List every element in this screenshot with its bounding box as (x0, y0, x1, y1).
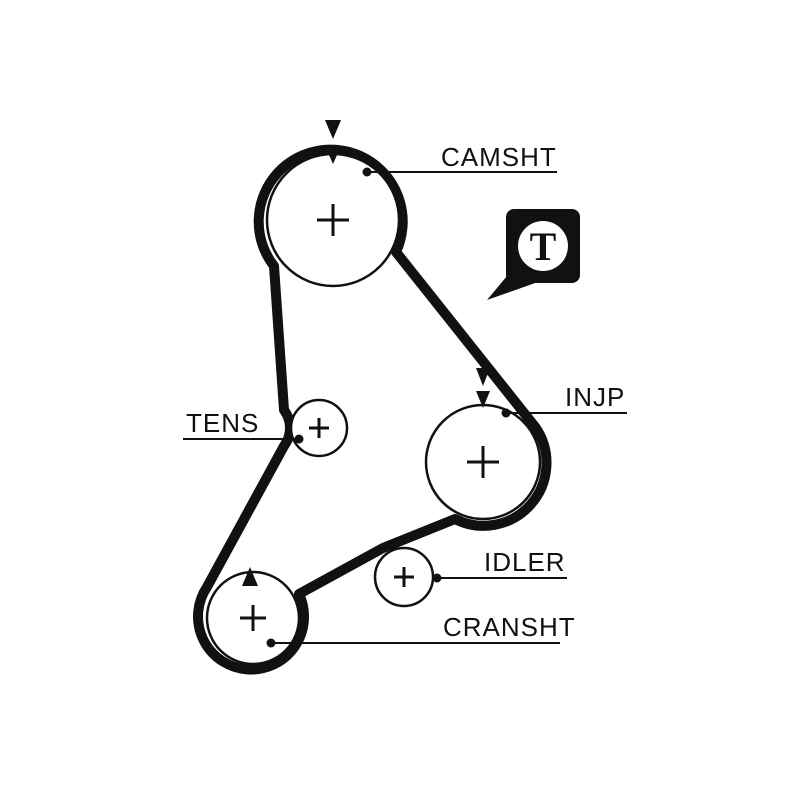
crankshaft-pulley (205, 570, 301, 666)
injection-pump-timing-mark-upper-icon (476, 368, 490, 386)
idler-pulley (373, 546, 435, 608)
camshaft-timing-mark-lower-icon (325, 146, 341, 164)
tool-badge: T (487, 209, 580, 300)
timing-belt-path (193, 144, 552, 675)
injection-pump-pulley (424, 403, 542, 521)
injection-pump-leader-dot (501, 408, 511, 418)
idler-leader-dot (432, 573, 442, 583)
camshaft-timing-mark-upper-icon (325, 120, 341, 139)
camshaft-center-mark (317, 204, 349, 236)
camshaft-leader-dot (362, 167, 372, 177)
tensioner-leader-dot (294, 434, 304, 444)
injection-pump-center-mark (467, 446, 499, 478)
tool-badge-circle (518, 221, 568, 271)
crankshaft-timing-mark-icon (242, 567, 258, 586)
tensioner-pulley (289, 398, 349, 458)
idler-center-mark (394, 567, 414, 587)
camshaft-pulley (265, 152, 401, 288)
camshaft-label: CAMSHT (441, 142, 557, 172)
tensioner-center-mark (309, 418, 329, 438)
tensioner-label: TENS (186, 408, 259, 438)
crankshaft-leader-dot (266, 638, 276, 648)
idler-label: IDLER (484, 547, 566, 577)
injection-pump-label: INJP (565, 382, 625, 412)
crankshaft-label: CRANSHT (443, 612, 576, 642)
crankshaft-center-mark (240, 605, 266, 631)
tool-badge-letter: T (530, 224, 557, 269)
injection-pump-timing-mark-lower-icon (476, 391, 490, 408)
